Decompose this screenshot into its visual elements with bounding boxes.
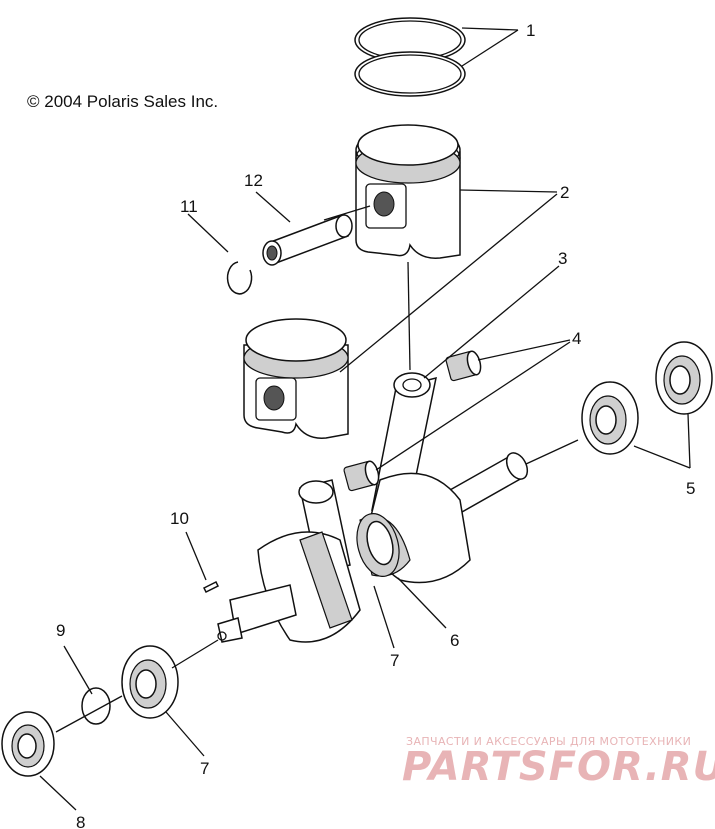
woodruff-key[interactable] xyxy=(202,580,220,594)
callout-7b: 7 xyxy=(200,759,209,778)
callout-6: 6 xyxy=(450,631,459,650)
crank-seal[interactable] xyxy=(350,509,405,581)
main-bearing-right-outer[interactable] xyxy=(655,341,713,415)
callout-3: 3 xyxy=(558,249,567,268)
callout-labels: 1 2 3 4 5 6 7 7 8 9 10 11 12 xyxy=(56,21,695,829)
main-bearing-right-inner[interactable] xyxy=(581,381,639,455)
outer-seal[interactable] xyxy=(1,711,55,777)
o-ring[interactable] xyxy=(81,687,111,725)
callout-8: 8 xyxy=(76,813,85,829)
circlip[interactable] xyxy=(226,261,253,295)
watermark-logo[interactable]: PARTSFOR.RU xyxy=(402,744,715,790)
callout-4: 4 xyxy=(572,329,581,348)
assembly-axis-lines xyxy=(55,205,579,733)
watermark-subtitle: ЗАПЧАСТИ И АКСЕССУАРЫ ДЛЯ МОТОТЕХНИКИ xyxy=(406,735,692,748)
leader-lines xyxy=(39,27,691,811)
crankshaft[interactable] xyxy=(217,449,532,643)
needle-bearing-upper[interactable] xyxy=(445,350,483,382)
main-bearing-left[interactable] xyxy=(121,645,179,719)
callout-9: 9 xyxy=(56,621,65,640)
callout-12: 12 xyxy=(244,171,263,190)
callout-2: 2 xyxy=(560,183,569,202)
wrist-pin[interactable] xyxy=(262,214,353,266)
needle-bearing-lower[interactable] xyxy=(343,460,381,492)
callout-5: 5 xyxy=(686,479,695,498)
piston-ring-lower[interactable] xyxy=(354,51,466,97)
copyright-notice: © 2004 Polaris Sales Inc. xyxy=(27,92,219,111)
piston-rings[interactable] xyxy=(354,17,466,97)
piston-lower[interactable] xyxy=(243,318,349,439)
callout-10: 10 xyxy=(170,509,189,528)
callout-7a: 7 xyxy=(390,651,399,670)
callout-1: 1 xyxy=(526,21,535,40)
callout-11: 11 xyxy=(180,197,198,216)
piston-upper[interactable] xyxy=(355,124,461,259)
